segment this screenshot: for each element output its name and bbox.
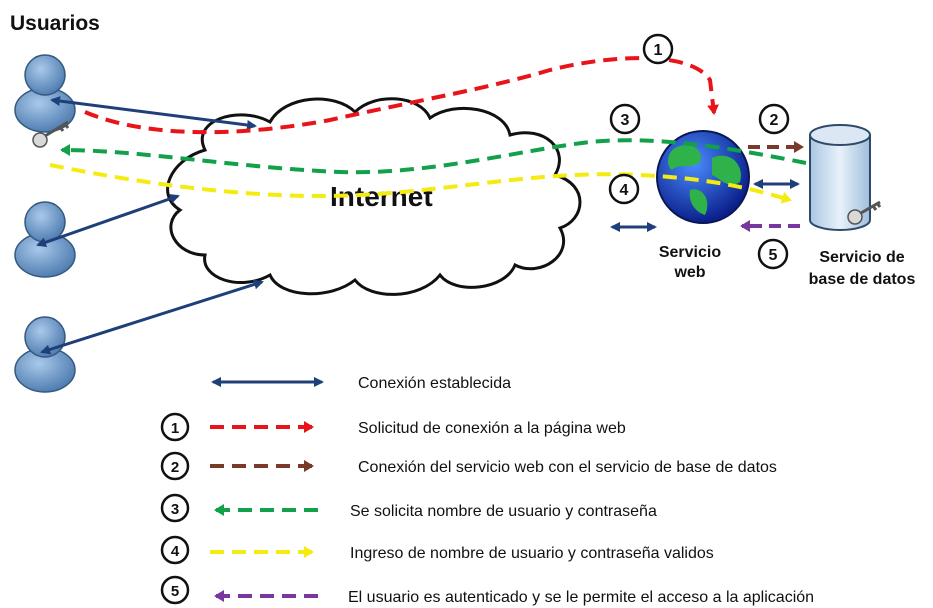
svg-text:4: 4	[620, 182, 629, 199]
legend-number-badge	[160, 535, 190, 565]
legend-number: 3	[171, 501, 179, 518]
legend-number-badge	[160, 412, 190, 442]
svg-text:1: 1	[654, 42, 663, 59]
legend-item-label: El usuario es autenticado y se le permit…	[348, 589, 814, 606]
legend-item-label: Ingreso de nombre de usuario y contraseñ…	[350, 545, 714, 562]
step1-arrow	[84, 56, 719, 135]
title: Usuarios	[10, 12, 100, 35]
step-badge-1: 1	[642, 33, 674, 65]
legend-number: 2	[171, 459, 179, 476]
key-icon-database	[847, 200, 882, 225]
svg-text:2: 2	[770, 112, 779, 129]
user-icon-1	[14, 54, 76, 133]
legend-number: 4	[171, 543, 180, 560]
web-service-label-line1: Servicio	[659, 244, 721, 261]
legend-number: 1	[171, 420, 179, 437]
globe-icon	[656, 130, 750, 224]
step4-arrow	[49, 163, 792, 204]
legend-number-badge	[160, 575, 190, 605]
connection-arrow-user1	[50, 96, 257, 130]
legend: Conexión establecida 1 Solicitud de cone…	[160, 375, 814, 606]
database-icon	[809, 124, 871, 231]
internet-cloud	[166, 97, 582, 296]
svg-text:5: 5	[769, 247, 778, 264]
user-icon-2	[14, 201, 76, 278]
legend-item-label: Se solicita nombre de usuario y contrase…	[350, 503, 657, 520]
step-badge-5: 5	[757, 238, 789, 270]
user-icon-3	[14, 316, 76, 393]
svg-text:3: 3	[621, 112, 630, 129]
legend-number-badge	[160, 493, 190, 523]
connection-arrow-user3	[40, 279, 264, 355]
legend-number-badge	[160, 451, 190, 481]
step-badge-3: 3	[609, 103, 641, 135]
legend-item-label: Conexión establecida	[358, 375, 511, 392]
step-badge-4: 4	[608, 173, 640, 205]
legend-item-label: Solicitud de conexión a la página web	[358, 420, 626, 437]
db-service-label-line2: base de datos	[809, 271, 916, 288]
web-service-label-line2: web	[673, 264, 705, 281]
step3-arrow	[60, 138, 807, 175]
step-badge-2: 2	[758, 103, 790, 135]
db-service-label-line1: Servicio de	[819, 249, 904, 266]
legend-number: 5	[171, 583, 179, 600]
connection-arrow-user2	[36, 193, 180, 248]
legend-item-label: Conexión del servicio web con el servici…	[358, 459, 777, 476]
